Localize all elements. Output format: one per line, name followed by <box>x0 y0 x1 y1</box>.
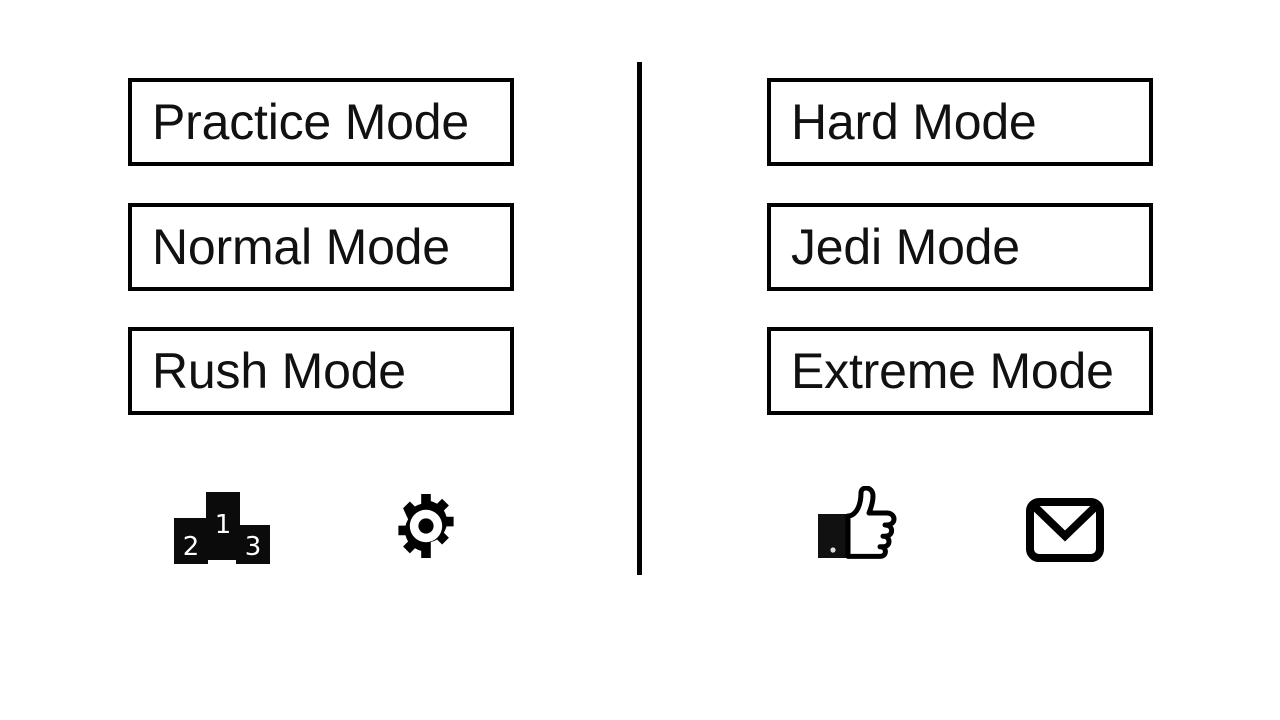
podium-place-1: 1 <box>214 510 232 540</box>
leaderboard-icon: 1 2 3 <box>174 492 270 564</box>
contact-button[interactable] <box>1026 498 1104 562</box>
gear-icon <box>398 494 454 558</box>
vertical-divider <box>637 62 642 575</box>
envelope-icon <box>1026 498 1104 562</box>
jedi-mode-button[interactable]: Jedi Mode <box>767 203 1153 291</box>
practice-mode-label: Practice Mode <box>152 94 469 150</box>
rate-button[interactable] <box>816 486 902 560</box>
podium-block-first: 1 <box>206 492 240 542</box>
podium-block-second: 2 <box>174 518 208 564</box>
extreme-mode-button[interactable]: Extreme Mode <box>767 327 1153 415</box>
podium-block-third: 3 <box>236 525 270 564</box>
podium-place-3: 3 <box>244 532 262 562</box>
rush-mode-label: Rush Mode <box>152 343 406 399</box>
practice-mode-button[interactable]: Practice Mode <box>128 78 514 166</box>
thumbs-up-icon <box>818 486 897 559</box>
leaderboard-button[interactable]: 1 2 3 <box>174 492 270 564</box>
hard-mode-button[interactable]: Hard Mode <box>767 78 1153 166</box>
extreme-mode-label: Extreme Mode <box>791 343 1114 399</box>
normal-mode-button[interactable]: Normal Mode <box>128 203 514 291</box>
normal-mode-label: Normal Mode <box>152 219 450 275</box>
hard-mode-label: Hard Mode <box>791 94 1037 150</box>
rush-mode-button[interactable]: Rush Mode <box>128 327 514 415</box>
podium-place-2: 2 <box>182 532 200 562</box>
settings-button[interactable] <box>394 494 458 558</box>
jedi-mode-label: Jedi Mode <box>791 219 1020 275</box>
